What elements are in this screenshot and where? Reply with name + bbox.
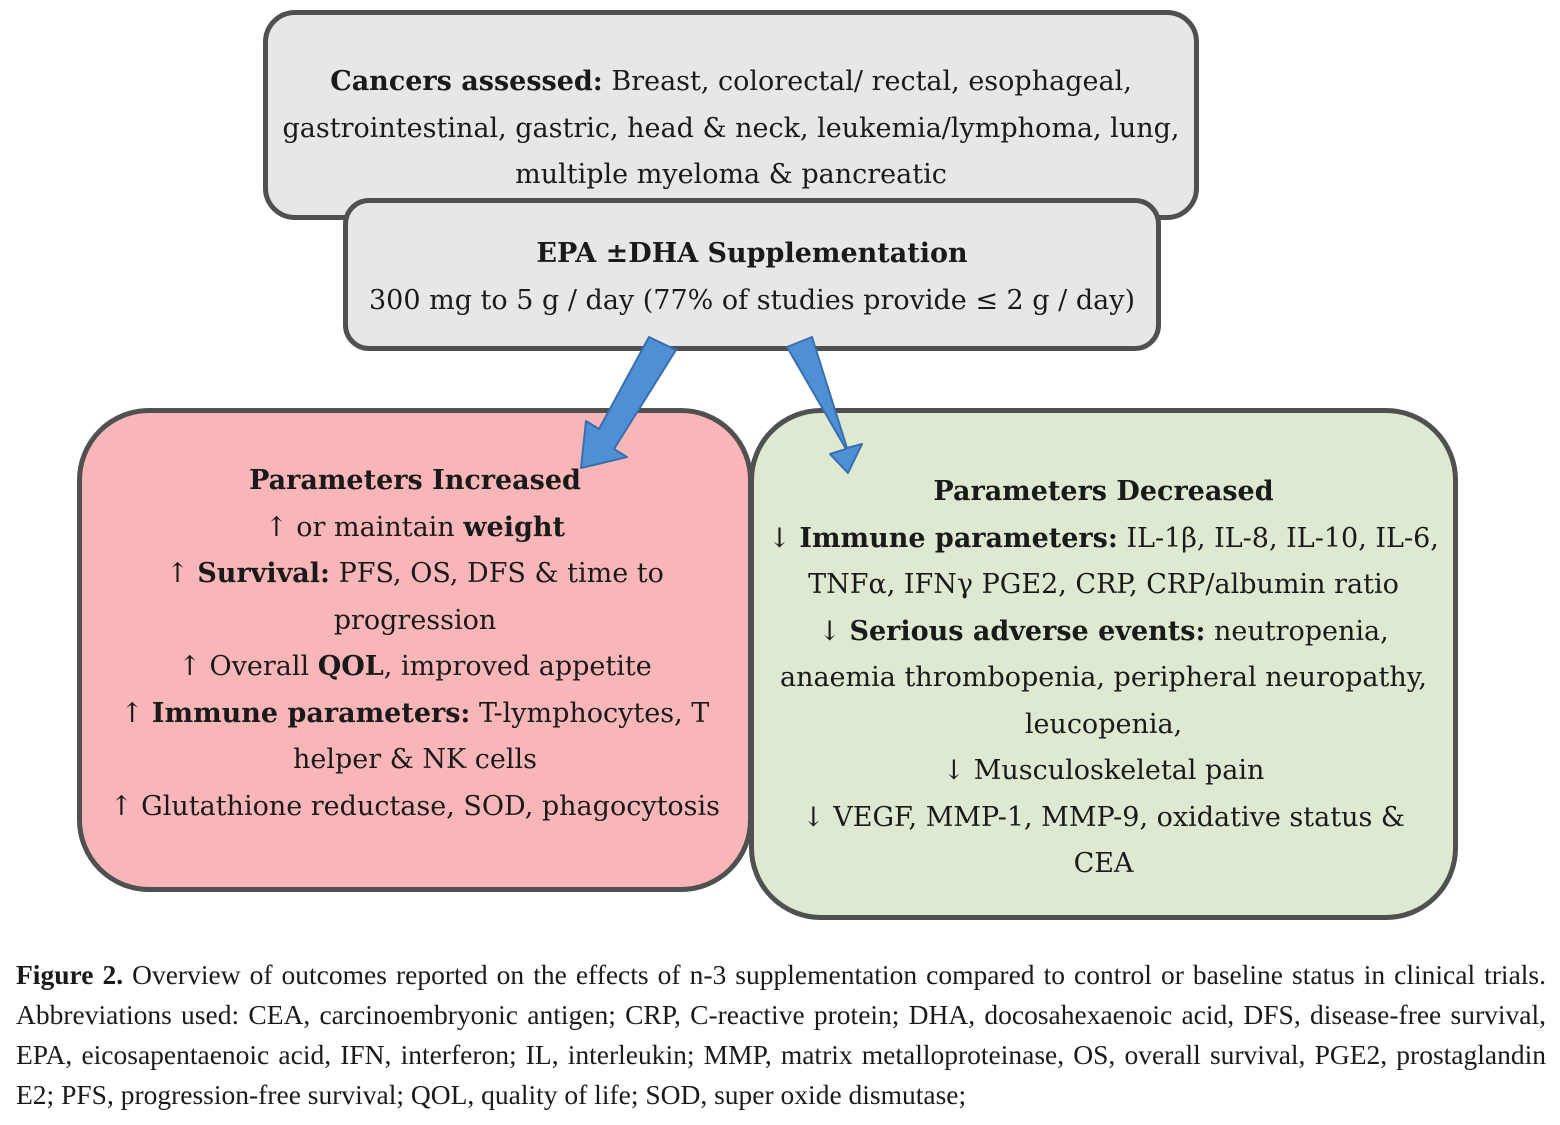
decreased-adverse: ↓ Serious adverse events: neutropenia, xyxy=(818,615,1389,647)
supplementation-box: EPA ±DHA Supplementation 300 mg to 5 g /… xyxy=(343,198,1161,351)
decreased-immune-cont: TNFα, IFNγ PGE2, CRP, CRP/albumin ratio xyxy=(808,569,1399,600)
parameters-decreased-box: Parameters Decreased ↓ Immune parameters… xyxy=(749,408,1458,920)
decreased-title: Parameters Decreased xyxy=(933,476,1274,507)
increased-weight: ↑ or maintain weight xyxy=(265,511,565,543)
increased-survival: ↑ Survival: PFS, OS, DFS & time to xyxy=(166,558,664,589)
parameters-increased-box: Parameters Increased ↑ or maintain weigh… xyxy=(77,408,753,892)
figure-caption: Figure 2. Overview of outcomes reported … xyxy=(16,955,1546,1115)
decreased-musculoskeletal: ↓ Musculoskeletal pain xyxy=(942,755,1265,786)
cancers-assessed-box: Cancers assessed: Breast, colorectal/ re… xyxy=(263,10,1199,220)
decreased-vegf: ↓ VEGF, MMP-1, MMP-9, oxidative status & xyxy=(802,801,1405,833)
decreased-cea: CEA xyxy=(1073,848,1134,879)
cancers-list-line-2: gastrointestinal, gastric, head & neck, … xyxy=(282,112,1180,144)
increased-immune-cont: helper & NK cells xyxy=(293,744,537,775)
decreased-adverse-cont-2: leucopenia, xyxy=(1024,708,1183,740)
cancers-list-line-1: Breast, colorectal/ rectal, esophageal, xyxy=(602,66,1132,97)
increased-qol: ↑ Overall QOL, improved appetite xyxy=(178,651,652,682)
supplementation-title: EPA ±DHA Supplementation xyxy=(536,238,968,269)
supplementation-dose: 300 mg to 5 g / day (77% of studies prov… xyxy=(368,284,1136,316)
cancers-list-line-3: multiple myeloma & pancreatic xyxy=(515,159,947,190)
increased-survival-cont: progression xyxy=(333,604,497,636)
figure-caption-text: Overview of outcomes reported on the eff… xyxy=(16,959,1546,1110)
decreased-immune: ↓ Immune parameters: IL-1β, IL-8, IL-10,… xyxy=(768,522,1439,554)
figure-label: Figure 2. xyxy=(16,959,124,990)
cancers-heading: Cancers assessed: xyxy=(330,66,603,97)
increased-immune: ↑ Immune parameters: T-lymphocytes, T xyxy=(120,697,710,729)
increased-title: Parameters Increased xyxy=(249,465,581,496)
increased-glutathione: ↑ Glutathione reductase, SOD, phagocytos… xyxy=(109,790,721,822)
cancers-line-1: Cancers assessed: Breast, colorectal/ re… xyxy=(268,59,1194,106)
decreased-adverse-cont: anaemia thrombopenia, peripheral neuropa… xyxy=(779,662,1428,693)
